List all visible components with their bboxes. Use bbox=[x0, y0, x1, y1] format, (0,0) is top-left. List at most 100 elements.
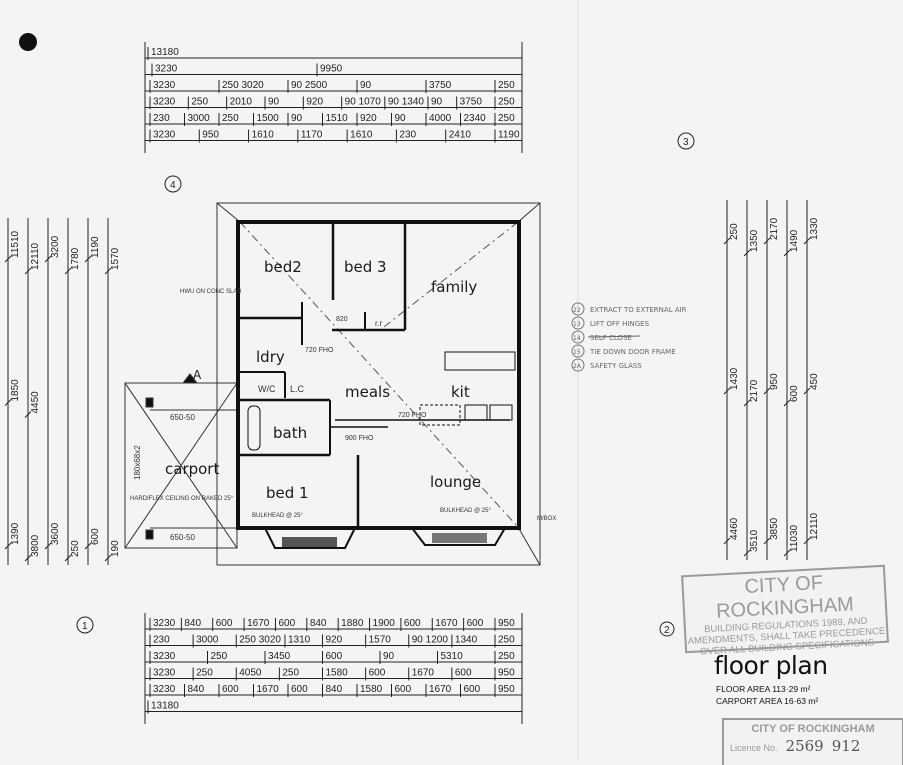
dimension-value: 90 bbox=[291, 113, 303, 124]
licence-number: 2569 bbox=[785, 737, 824, 755]
dimension-value: 600 bbox=[369, 668, 386, 679]
dimension-tick bbox=[723, 537, 731, 545]
dimension-tick bbox=[104, 267, 112, 275]
dimension-value: 11030 bbox=[789, 524, 800, 552]
svg-text:2: 2 bbox=[664, 625, 670, 636]
dimension-value: 1850 bbox=[10, 379, 21, 402]
dimension-value: 3510 bbox=[749, 529, 760, 552]
bulkhead-note-lounge: BULKHEAD @ 25° bbox=[440, 508, 491, 514]
dimension-value: 250 3020 bbox=[239, 635, 281, 646]
dimension-value: 90 1340 bbox=[388, 97, 425, 108]
dimension-value: 1330 bbox=[809, 217, 820, 240]
post-note-bottom: 650-50 bbox=[170, 533, 195, 542]
dimension-value: 3800 bbox=[30, 534, 41, 557]
hwu-note: HWU ON CONC SLAB bbox=[180, 289, 241, 295]
dimension-value: 600 bbox=[291, 684, 308, 695]
dimension-value: 600 bbox=[395, 684, 412, 695]
dimension-value: 1580 bbox=[360, 684, 383, 695]
dimension-value: 600 bbox=[464, 684, 481, 695]
section-arrow-icon bbox=[181, 373, 199, 384]
dimension-value: 840 bbox=[188, 684, 205, 695]
dimension-value: 3230 bbox=[153, 651, 176, 662]
note-number: 14 bbox=[573, 335, 581, 342]
section-marker-label: A bbox=[193, 368, 202, 382]
svg-text:1: 1 bbox=[82, 621, 88, 632]
robe-note: r.r bbox=[375, 319, 382, 328]
carport-post bbox=[145, 397, 154, 408]
carport-beam-note: 180x68x2 bbox=[133, 445, 142, 480]
dimension-tick bbox=[4, 255, 12, 263]
dimension-value: 3850 bbox=[769, 517, 780, 540]
dimension-value: 3750 bbox=[429, 80, 452, 91]
dimension-tick bbox=[723, 387, 731, 395]
room-label-kit: kit bbox=[451, 383, 470, 401]
dimension-value: 5310 bbox=[441, 651, 464, 662]
dimension-value: 1570 bbox=[110, 247, 121, 270]
dimension-tick bbox=[84, 255, 92, 263]
dimension-value: 950 bbox=[498, 618, 515, 629]
room-label-bed2: bed2 bbox=[264, 258, 302, 276]
dimension-value: 600 bbox=[404, 618, 421, 629]
room-label-lc: L.C bbox=[290, 384, 305, 394]
note-number: 22 bbox=[573, 307, 581, 314]
dimension-tick bbox=[783, 549, 791, 557]
note-number-badge bbox=[571, 344, 585, 358]
room-label-ldry: ldry bbox=[256, 348, 285, 366]
dimension-value: 4050 bbox=[239, 668, 262, 679]
dimension-value: 840 bbox=[326, 684, 343, 695]
dimension-value: 250 bbox=[498, 97, 515, 108]
dimension-value: 840 bbox=[310, 618, 327, 629]
dimension-value: 250 bbox=[282, 668, 299, 679]
carport-area: CARPORT AREA 16·63 m² bbox=[716, 696, 819, 706]
dimension-value: 13180 bbox=[151, 47, 179, 58]
dimension-value: 1670 bbox=[412, 668, 435, 679]
dimension-tick bbox=[44, 255, 52, 263]
fho-note-2: 720 FHO bbox=[398, 412, 427, 419]
room-label-meals: meals bbox=[345, 383, 390, 401]
dimension-value: 13180 bbox=[151, 701, 179, 712]
dimension-value: 950 bbox=[202, 130, 219, 141]
bathtub bbox=[247, 405, 261, 451]
dimension-tick bbox=[44, 542, 52, 550]
dimension-tick bbox=[24, 554, 32, 562]
licence-label: Licence No. bbox=[730, 743, 778, 753]
dimension-value: 90 bbox=[395, 113, 407, 124]
dimension-value: 3750 bbox=[460, 97, 483, 108]
dimension-tick bbox=[783, 249, 791, 257]
dimension-tick bbox=[723, 237, 731, 245]
dimension-value: 12110 bbox=[30, 242, 41, 270]
elevation-marker-4: 4 bbox=[164, 175, 182, 193]
carport-ceiling-note: HARDIFLEX CEILING ON RAKED 25° bbox=[130, 496, 234, 502]
dimension-value: 90 bbox=[383, 651, 395, 662]
drawing-title: floor plan bbox=[714, 651, 828, 680]
dimension-value: 4450 bbox=[30, 391, 41, 414]
dimension-value: 1570 bbox=[369, 635, 392, 646]
dimension-tick bbox=[803, 537, 811, 545]
dimension-value: 920 bbox=[306, 97, 323, 108]
dimension-value: 1500 bbox=[257, 113, 280, 124]
dimension-value: 250 bbox=[70, 540, 81, 557]
dimension-value: 250 bbox=[196, 668, 213, 679]
dimension-tick bbox=[803, 237, 811, 245]
dimension-value: 600 bbox=[216, 618, 233, 629]
dimension-value: 1880 bbox=[341, 618, 364, 629]
dimension-tick bbox=[64, 554, 72, 562]
dimension-value: 2010 bbox=[230, 97, 253, 108]
dimension-value: 950 bbox=[769, 373, 780, 390]
note-number: 13 bbox=[573, 321, 581, 328]
dimension-tick bbox=[104, 554, 112, 562]
licence-stamp-title: CITY OF ROCKINGHAM bbox=[751, 723, 875, 735]
dimension-value: 230 bbox=[399, 130, 416, 141]
dimension-tick bbox=[64, 267, 72, 275]
room-label-carport: carport bbox=[165, 460, 219, 478]
dimension-value: 250 bbox=[498, 113, 515, 124]
dimension-tick bbox=[4, 399, 12, 406]
dimension-value: 4460 bbox=[729, 517, 740, 540]
note-number-badge bbox=[571, 330, 585, 344]
dimension-tick bbox=[783, 399, 791, 407]
dimension-value: 3230 bbox=[153, 684, 176, 695]
dimension-value: 950 bbox=[498, 668, 515, 679]
